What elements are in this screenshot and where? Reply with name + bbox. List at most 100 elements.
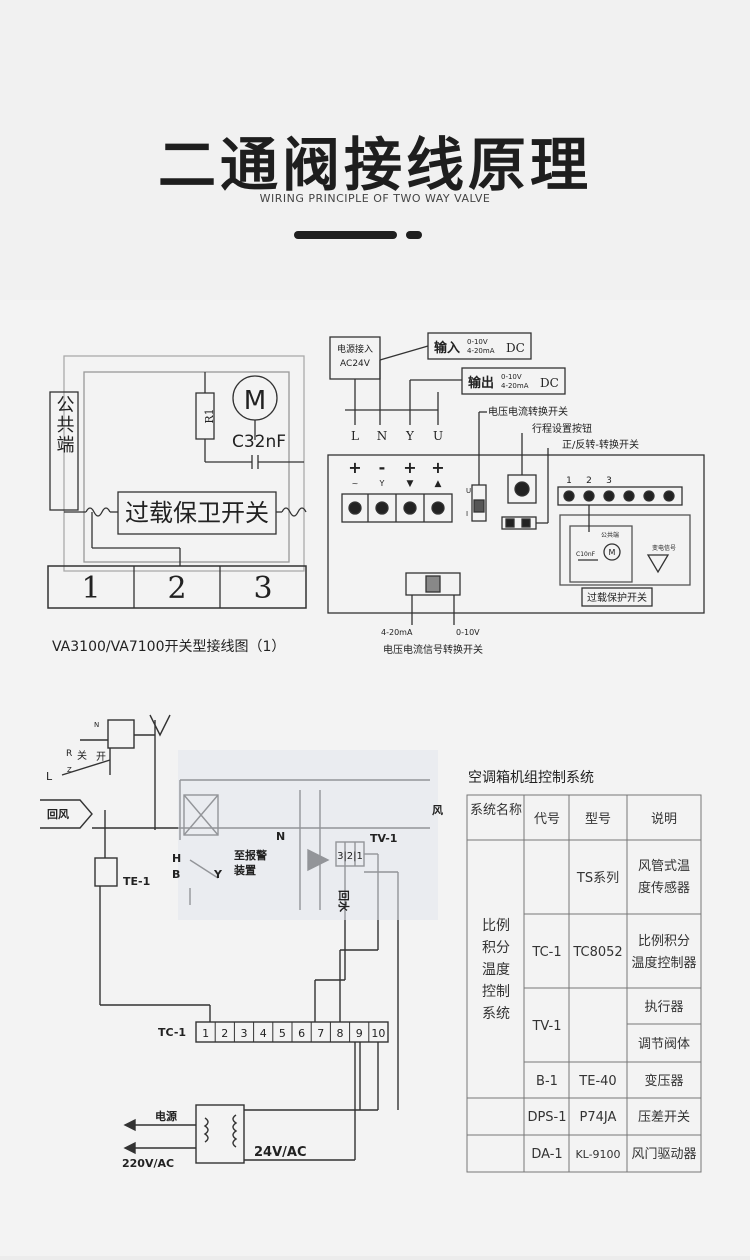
- terminal-sign-2: -: [379, 458, 386, 477]
- tc1-label: TC-1: [158, 1026, 186, 1039]
- inner-term-3: 3: [606, 476, 612, 486]
- th-model: 型号: [585, 812, 611, 827]
- signal-switch: [405, 572, 461, 596]
- power-input-label-2: AC24V: [340, 359, 371, 369]
- guan-label: 关: [77, 749, 87, 762]
- legend-n: N: [94, 721, 99, 729]
- power-label: 电源: [155, 1109, 177, 1123]
- row5-model: TE-40: [578, 1074, 616, 1089]
- decor-bar-long: [294, 231, 397, 239]
- input-label: 输入: [434, 340, 460, 356]
- z-mark: Z: [67, 766, 72, 774]
- component-table: [466, 794, 702, 1173]
- direction-switch-label: 正/反转-转换开关: [562, 438, 639, 451]
- power-input-box: [329, 336, 381, 380]
- diagram1-caption: VA3100/VA7100开关型接线图（1）: [52, 638, 285, 655]
- overload-protect-label: 过载保护开关: [587, 591, 647, 604]
- input-range-2: 4-20mA: [467, 347, 495, 355]
- overload-switch-box: [117, 491, 277, 535]
- output-label: 输出: [468, 375, 494, 391]
- tc1-terminal-9: 9: [356, 1027, 363, 1040]
- legend-r: R: [66, 749, 72, 759]
- sys-name-3: 温度: [482, 962, 510, 978]
- row1-desc-2: 度传感器: [638, 880, 690, 896]
- th-desc: 说明: [651, 812, 677, 827]
- row5-code: B-1: [536, 1074, 558, 1089]
- decor-bar-short: [406, 231, 422, 239]
- diagram1-switch-type: [47, 355, 307, 609]
- row6-model: P74JA: [580, 1110, 617, 1125]
- sys-name-4: 控制: [482, 984, 510, 1000]
- row3-desc: 执行器: [644, 1000, 683, 1015]
- terminal-sign-1: +: [348, 458, 361, 477]
- terminal-sub-1: ~: [352, 479, 359, 488]
- terminal-1-label: 1: [81, 571, 100, 606]
- output-range-2: 4-20mA: [501, 382, 529, 390]
- inner-motor-label: M: [609, 548, 616, 557]
- transformer: [195, 1104, 245, 1164]
- row2-desc-1: 比例积分: [638, 934, 690, 949]
- wire-y: Y: [405, 429, 415, 443]
- overload-switch-label: 过载保卫开关: [125, 499, 269, 527]
- tc1-terminal-10: 10: [371, 1027, 385, 1040]
- v220-label: 220V/AC: [122, 1157, 174, 1170]
- wire-n: N: [377, 429, 388, 443]
- sys-name-1: 比例: [482, 918, 510, 934]
- te1-label: TE-1: [123, 875, 150, 888]
- control-board: [327, 454, 705, 614]
- sys-name-5: 系统: [482, 1006, 510, 1022]
- y-label: Y: [213, 868, 223, 881]
- switch-left-label: 4-20mA: [381, 628, 413, 637]
- alarm-label-2: 装置: [233, 863, 256, 877]
- switch-right-label: 0-10V: [456, 628, 480, 637]
- u-mark: U: [466, 487, 471, 495]
- wire-u: U: [433, 429, 443, 443]
- inner-common-label: 公共端: [601, 531, 619, 539]
- row1-desc-1: 风管式温: [638, 859, 690, 874]
- inner-cap-label: C10nF: [576, 551, 596, 558]
- page-subtitle: WIRING PRINCIPLE OF TWO WAY VALVE: [259, 192, 491, 205]
- terminal-block: [47, 565, 307, 609]
- row2-code: TC-1: [531, 945, 561, 960]
- wiring-diagram-svg: 公共端 R 1 M C32nF 过载保卫开关 1 2 3 VA3100/VA710…: [40, 332, 705, 1173]
- row7-code: DA-1: [531, 1147, 562, 1162]
- row5-desc: 变压器: [644, 1073, 683, 1089]
- tv1-label: TV-1: [370, 832, 397, 845]
- table-title: 空调箱机组控制系统: [468, 770, 594, 786]
- kai-label: 开: [96, 752, 106, 763]
- tc1-terminal-4: 4: [260, 1027, 267, 1040]
- row4-desc: 调节阀体: [638, 1037, 690, 1052]
- motor-label: M: [244, 386, 266, 416]
- n-label: N: [276, 830, 285, 843]
- tc1-terminal-5: 5: [279, 1027, 286, 1040]
- header: 二通阀接线原理 WIRING PRINCIPLE OF TWO WAY VALV…: [0, 0, 750, 300]
- tc1-terminal-3: 3: [241, 1027, 248, 1040]
- inner-term-1: 1: [566, 476, 572, 486]
- tc1-terminal-2: 2: [221, 1027, 228, 1040]
- row7-desc: 风门驱动器: [631, 1147, 696, 1162]
- output-dc: DC: [540, 376, 559, 390]
- l-label: L: [46, 770, 53, 783]
- common-terminal-box: [49, 391, 79, 511]
- common-terminal-char-1: 公共端: [54, 395, 75, 455]
- input-dc: DC: [506, 341, 525, 355]
- terminal-sub-3: ▼: [407, 479, 414, 489]
- feng-label: 风: [432, 803, 443, 817]
- row2-model: TC8052: [572, 945, 622, 960]
- inner-terminal-block: [557, 486, 683, 506]
- tc1-terminal-1: 1: [202, 1027, 209, 1040]
- capacitor-label: C32nF: [232, 432, 286, 452]
- i-mark: I: [466, 510, 468, 518]
- row2-desc-2: 温度控制器: [631, 955, 696, 971]
- row6-desc: 压差开关: [638, 1110, 690, 1125]
- overload-protect-box: [581, 587, 653, 607]
- huishui-label: 回水: [337, 890, 351, 913]
- input-range-1: 0-10V: [467, 338, 488, 346]
- tc1-terminal-8: 8: [337, 1027, 344, 1040]
- terminal-sign-4: +: [431, 458, 444, 477]
- terminal-3-label: 3: [253, 571, 272, 606]
- alarm-label-1: 至报警: [234, 848, 267, 862]
- terminal-sub-2: Y: [379, 479, 385, 488]
- diagram-area: 公共端 R 1 M C32nF 过载保卫开关 1 2 3 VA3100/VA710…: [0, 300, 750, 1256]
- signal-switch-caption: 电压电流信号转换开关: [383, 643, 483, 656]
